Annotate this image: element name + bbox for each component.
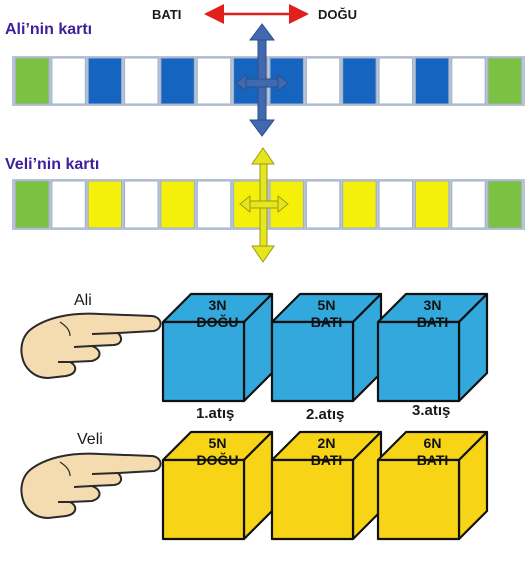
box-force-label: 6N: [424, 435, 442, 451]
veli-marker-arrow: [239, 147, 289, 263]
box-force-label: 3N: [209, 297, 227, 313]
veli-card-cell: [342, 180, 377, 229]
throw-label-2: 2.atış: [306, 406, 344, 423]
ali-name: Ali: [74, 292, 92, 309]
ali-card-cell: [196, 57, 232, 105]
box-force-label: 5N: [209, 435, 227, 451]
veli-card-cell: [196, 180, 232, 229]
box-front-face: [161, 320, 246, 403]
ali-card-cell: [451, 57, 486, 105]
ali-card-cell: [378, 57, 414, 105]
east-label: DOĞU: [318, 7, 357, 22]
box-force-label: 3N: [424, 297, 442, 313]
box-front-face: [376, 320, 461, 403]
ali-card-title: Ali’nin kartı: [5, 21, 92, 38]
box-direction-label: BATI: [417, 452, 449, 468]
veli-card-cell: [15, 180, 50, 229]
veli-name: Veli: [77, 431, 103, 448]
veli-card-cell: [378, 180, 414, 229]
throw-label-1: 1.atış: [196, 405, 234, 422]
ali-card-cell: [15, 57, 50, 105]
veli-card-cell: [414, 180, 450, 229]
ali-card-cell: [87, 57, 123, 105]
ali-card-cell: [305, 57, 341, 105]
veli-card-cell: [487, 180, 523, 229]
ali-card-cell: [124, 57, 159, 105]
veli-card-cell: [451, 180, 486, 229]
box-front-face: [161, 458, 246, 541]
box-front-face: [270, 320, 355, 403]
veli-card-cell: [51, 180, 86, 229]
box-force-label: 2N: [318, 435, 336, 451]
box-front-face: [270, 458, 355, 541]
box-front-face: [376, 458, 461, 541]
west-label: BATI: [152, 7, 181, 22]
ali-hand: [20, 312, 162, 379]
veli-card-title: Veli’nin kartı: [5, 156, 99, 173]
veli-card-cell: [305, 180, 341, 229]
veli-card-cell: [87, 180, 123, 229]
ali-marker-arrow: [235, 23, 289, 137]
veli-card-cell: [160, 180, 195, 229]
throw-label-3: 3.atış: [412, 402, 450, 419]
ali-card-cell: [51, 57, 86, 105]
ali-card-cell: [342, 57, 377, 105]
ali-card-cell: [160, 57, 195, 105]
box-direction-label: DOĞU: [197, 451, 239, 468]
box-force-label: 5N: [318, 297, 336, 313]
box-direction-label: DOĞU: [197, 313, 239, 330]
ali-card-cell: [414, 57, 450, 105]
box-direction-label: BATI: [417, 314, 449, 330]
veli-card-cell: [124, 180, 159, 229]
box-direction-label: BATI: [311, 314, 343, 330]
veli-hand: [20, 452, 162, 519]
box-direction-label: BATI: [311, 452, 343, 468]
ali-card-cell: [487, 57, 523, 105]
